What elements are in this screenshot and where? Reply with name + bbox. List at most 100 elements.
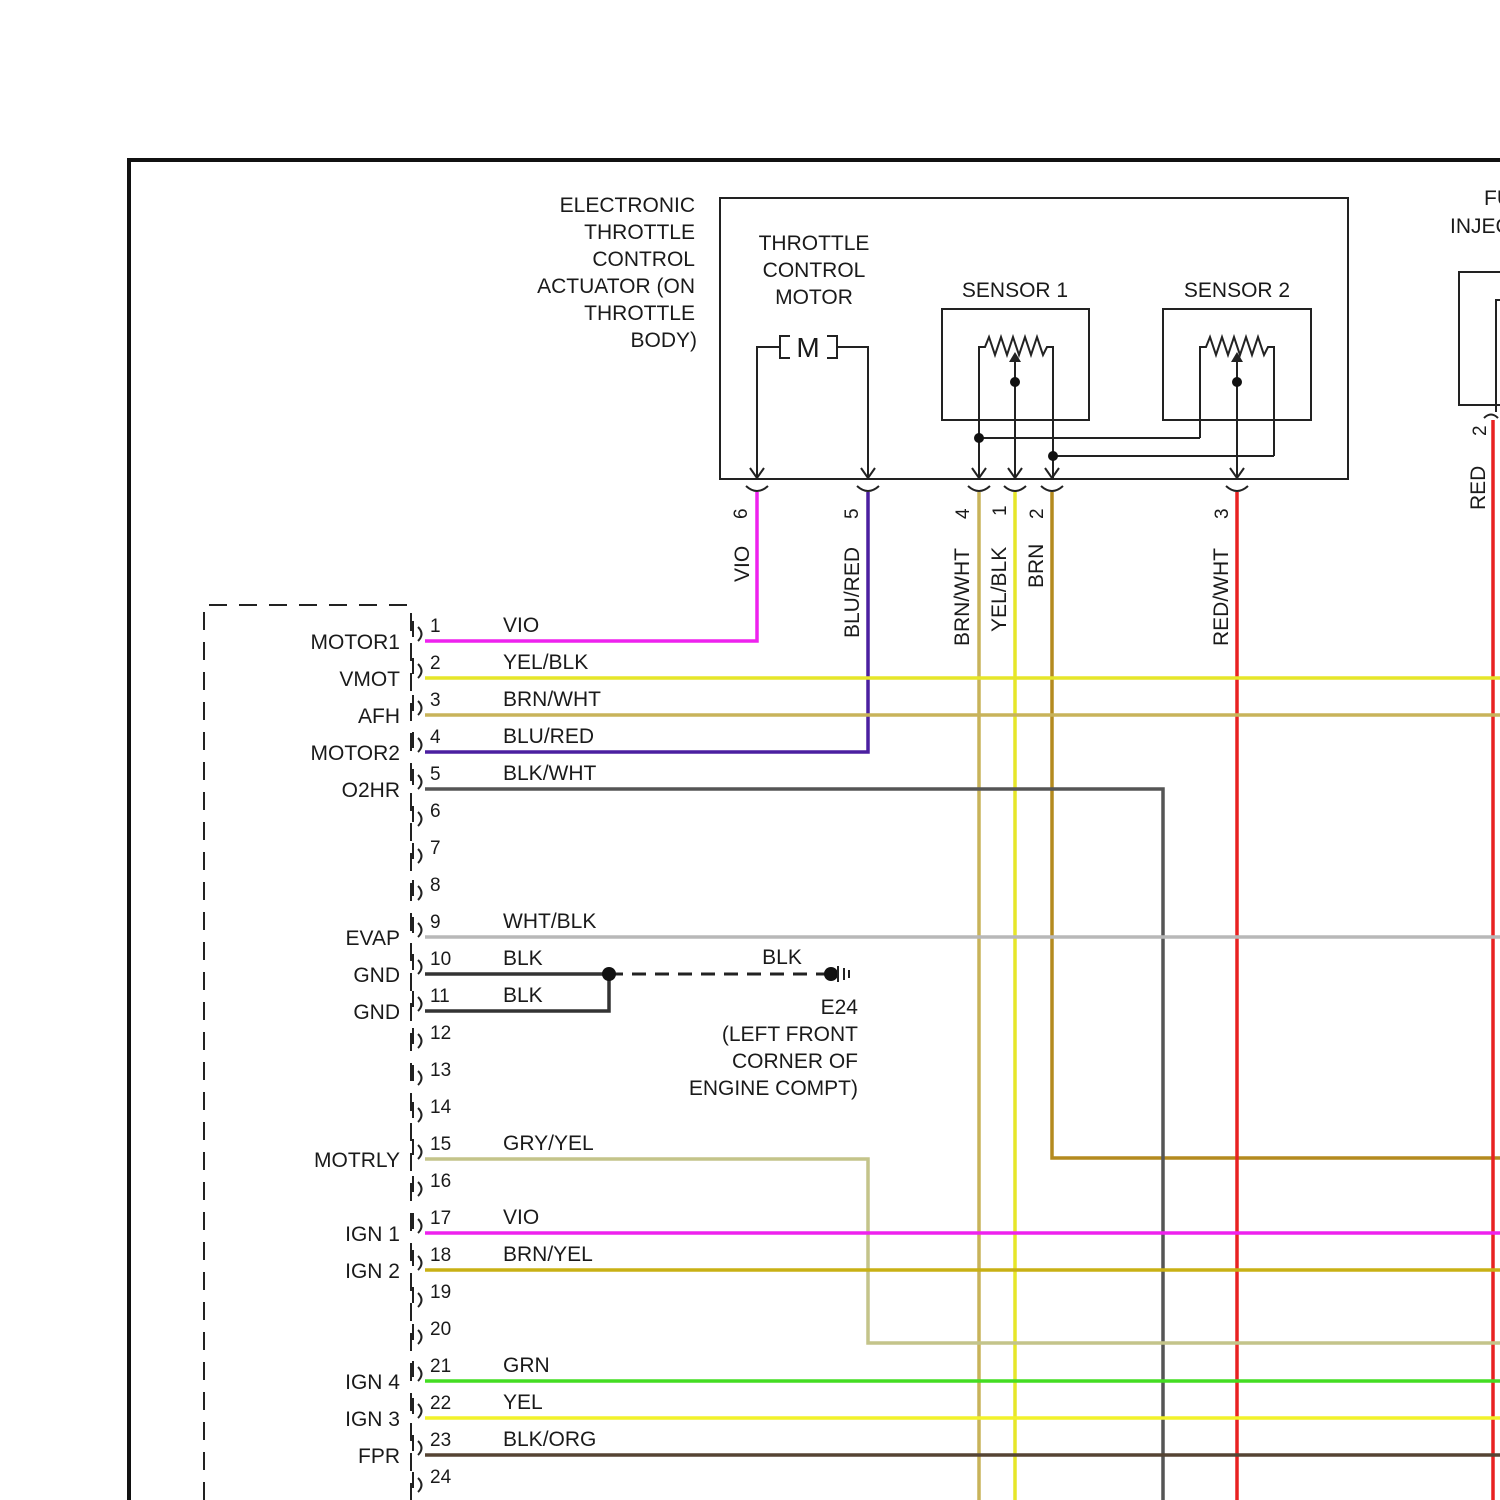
terminal-cup-icon: [746, 486, 768, 491]
actuator-title-line: ELECTRONIC: [560, 194, 695, 217]
pcm-wire-label: YEL: [503, 1391, 543, 1414]
pcm-wire-label: BLK/ORG: [503, 1428, 596, 1451]
pcm-cavity-icon: [413, 658, 422, 678]
pcm-pin-number: 21: [430, 1356, 451, 1377]
actuator-title-line: THROTTLE: [584, 302, 695, 325]
pcm-wire-label: VIO: [503, 1206, 539, 1229]
pcm-wire-label: GRY/YEL: [503, 1132, 594, 1155]
pcm-pin-name: MOTOR1: [311, 631, 400, 654]
ground-location-line: (LEFT FRONT: [722, 1023, 858, 1046]
pcm-pin-number: 24: [430, 1467, 452, 1488]
pcm-pin-name: VMOT: [339, 668, 400, 691]
pcm-pin-number: 7: [430, 838, 441, 859]
pcm-cavity-icon: [413, 917, 422, 937]
pcm-cavity-icon: [413, 1435, 422, 1455]
pcm-wire-label: BLK: [503, 947, 543, 970]
pcm-cavity-icon: [413, 1472, 422, 1492]
pcm-wire-label: BRN/WHT: [503, 688, 601, 711]
pcm-cavity-icon: [413, 621, 422, 641]
motor-title-line: MOTOR: [775, 286, 853, 309]
ground-id: E24: [821, 996, 859, 1019]
pcm-box: [204, 605, 411, 1500]
pcm-pin-name: IGN 2: [345, 1260, 400, 1283]
pcm-pin-number: 20: [430, 1319, 451, 1340]
actuator-title-line: THROTTLE: [584, 221, 695, 244]
pcm-pin-number: 22: [430, 1393, 451, 1414]
pcm-pin-name: MOTRLY: [314, 1149, 400, 1172]
sensor1-label: SENSOR 1: [962, 279, 1068, 302]
motor-title: THROTTLE CONTROL MOTOR: [759, 232, 870, 309]
pcm-pin-number: 18: [430, 1245, 451, 1266]
pcm-cavity-icon: [413, 880, 422, 900]
pcm-wire-label: BRN/YEL: [503, 1243, 593, 1266]
pcm-pin-number: 9: [430, 912, 441, 933]
pcm-wire-label: GRN: [503, 1354, 550, 1377]
terminal-cup-icon: [1004, 486, 1026, 491]
actuator-title-line: BODY): [630, 329, 697, 352]
pcm-pin-name: GND: [353, 964, 400, 987]
pcm-pin-name: O2HR: [342, 779, 400, 802]
pcm-pin-number: 5: [430, 764, 441, 785]
pcm-cavity-icon: [413, 1065, 422, 1085]
pcm-cavity-icon: [413, 1028, 422, 1048]
splice-dot: [602, 967, 616, 981]
pcm-wire-label: BLU/RED: [503, 725, 594, 748]
actuator-wire-label: RED/WHT: [1210, 548, 1233, 646]
wire: [1052, 492, 1500, 1158]
pcm-cavity-icon: [413, 1176, 422, 1196]
actuator-title-line: CONTROL: [592, 248, 695, 271]
pcm-cavity-icon: [413, 1213, 422, 1233]
pcm-pin-number: 19: [430, 1282, 451, 1303]
actuator-wire-label: BRN/WHT: [951, 548, 974, 646]
ground-e24: BLK E24 (LEFT FRONT CORNER OF ENGINE COM…: [689, 946, 858, 1100]
actuator-pin-number: 3: [1212, 508, 1233, 519]
pcm-pin-name: IGN 3: [345, 1408, 400, 1431]
pcm-wire-label: BLK: [503, 984, 543, 1007]
pcm-pin-number: 12: [430, 1023, 451, 1044]
pcm-pin-name: MOTOR2: [311, 742, 400, 765]
pcm-pin-number: 1: [430, 616, 441, 637]
pcm-connector-labels: 1MOTOR1VIO2VMOTYEL/BLK3AFHBRN/WHT4MOTOR2…: [311, 614, 602, 1488]
ground-location-line: CORNER OF: [732, 1050, 858, 1073]
ground-icon: [838, 966, 849, 982]
pcm-wire-label: VIO: [503, 614, 539, 637]
pcm-cavity-icon: [413, 806, 422, 826]
pcm-pin-number: 14: [430, 1097, 452, 1118]
wire: [425, 492, 868, 752]
pcm-pin-number: 13: [430, 1060, 451, 1081]
pcm-cavity-icon: [413, 1139, 422, 1159]
splice-dot: [974, 433, 984, 443]
injector-title-line: FU: [1484, 187, 1500, 210]
sensor-shared-lines: [979, 438, 1274, 456]
pcm-cavity-icon: [413, 732, 422, 752]
pcm-pin-number: 11: [430, 986, 450, 1007]
injector-title-line: INJEC: [1450, 215, 1500, 238]
pcm-cavity-icon: [413, 954, 422, 974]
pcm-pin-number: 2: [430, 653, 441, 674]
actuator-wire-label: BLU/RED: [841, 547, 864, 638]
pcm-cavity-icon: [413, 1398, 422, 1418]
sensor2-label: SENSOR 2: [1184, 279, 1290, 302]
actuator-pin-number: 2: [1027, 508, 1048, 519]
motor-symbol-letter: M: [796, 332, 819, 363]
pcm-pin-name: EVAP: [346, 927, 400, 950]
terminal-cup-icon: [1041, 486, 1063, 491]
pcm-pin-number: 8: [430, 875, 441, 896]
pcm-cavity-icon: [413, 769, 422, 789]
terminal-cup-icon: [1226, 486, 1248, 491]
actuator-wire-label: VIO: [731, 546, 754, 582]
pcm-pin-number: 4: [430, 727, 441, 748]
pcm-cavity-icon: [413, 843, 422, 863]
pcm-pin-name: IGN 1: [345, 1223, 400, 1246]
actuator-pin-number: 6: [731, 508, 752, 519]
pcm-pin-number: 16: [430, 1171, 451, 1192]
motor-title-line: CONTROL: [763, 259, 866, 282]
ground-location-line: ENGINE COMPT): [689, 1077, 858, 1100]
pcm-pin-name: FPR: [358, 1445, 400, 1468]
pcm-pin-number: 10: [430, 949, 451, 970]
pcm-cavity-icon: [413, 1324, 422, 1344]
pcm-pin-name: GND: [353, 1001, 400, 1024]
pcm-pin-name: IGN 4: [345, 1371, 400, 1394]
actuator-wire-label: YEL/BLK: [988, 547, 1011, 632]
